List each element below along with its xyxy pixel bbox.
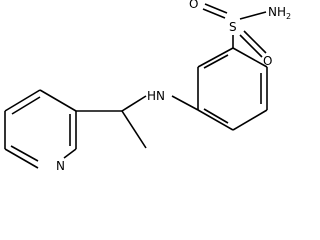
nh-ch-bond bbox=[121, 95, 147, 112]
pyridine-double-bond bbox=[10, 145, 39, 162]
pyridine-bond bbox=[63, 148, 77, 159]
benzene-double-bond bbox=[203, 108, 229, 124]
benzene-double-bond bbox=[203, 54, 229, 69]
linker-nh-label: HN bbox=[147, 89, 165, 103]
pyridine-bond bbox=[39, 89, 77, 112]
pyridine-nitrogen-label: N bbox=[56, 159, 65, 173]
sulfur-oxygen-double-bond bbox=[239, 34, 263, 58]
benzene-bond bbox=[197, 47, 234, 68]
benzene-bond bbox=[197, 109, 234, 131]
sulfur-nitrogen-bond bbox=[239, 11, 267, 20]
structure-diagram: NH2 S O O HN N bbox=[4, 0, 291, 173]
ch-methyl-bond bbox=[121, 110, 147, 149]
molecule-drawing: NH2 S O O HN N bbox=[4, 0, 291, 173]
pyridine-bond bbox=[4, 89, 41, 112]
oxygen-top-label: O bbox=[189, 0, 198, 11]
benzene-bond bbox=[232, 109, 268, 131]
sulfur-label: S bbox=[229, 20, 237, 34]
benzene-bond bbox=[232, 47, 268, 68]
sulfur-oxygen-double-bond bbox=[243, 30, 267, 54]
amine-group-label: NH2 bbox=[268, 5, 291, 21]
sulfur-oxygen-double-bond bbox=[202, 8, 226, 19]
pyridine-double-bond bbox=[11, 96, 41, 115]
oxygen-bottom-label: O bbox=[263, 54, 272, 68]
pyridine-bond bbox=[4, 148, 39, 169]
ring-nh-bond bbox=[171, 95, 199, 111]
sulfur-oxygen-double-bond bbox=[204, 3, 228, 14]
